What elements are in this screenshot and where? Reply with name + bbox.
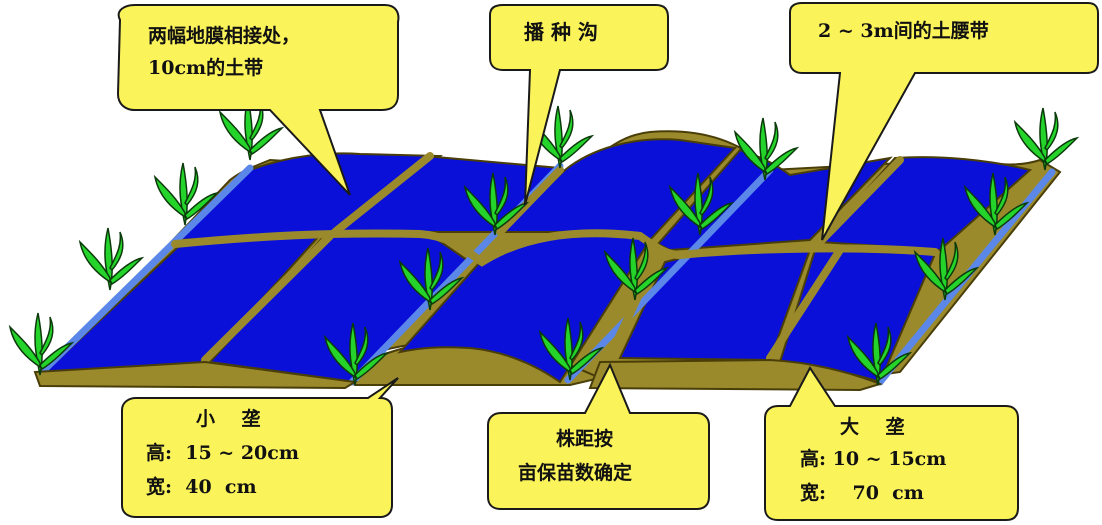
corn-seedling <box>603 237 670 301</box>
corn-seedling <box>463 172 530 236</box>
large-ridge-title: 大 垄 <box>840 416 905 438</box>
corn-seedling <box>153 162 220 226</box>
corn-seedling <box>1013 107 1080 171</box>
small-ridge-width: 宽: 40 cm <box>146 476 257 498</box>
callout-small-ridge <box>121 377 399 518</box>
callout-waist-strip <box>789 1 1099 241</box>
film-back-far <box>817 156 1033 252</box>
corn-seedling <box>78 227 145 291</box>
callout-sowing-furrow <box>489 4 669 206</box>
seam-strip-line2: 10cm的土带 <box>148 57 264 79</box>
callout-shapes <box>116 1 1099 521</box>
callout-large-ridge <box>764 366 1019 521</box>
waist-strip-text: 2 ~ 3m间的土腰带 <box>818 20 989 42</box>
plant-spacing-line1: 株距按 <box>556 428 614 450</box>
small-ridge-height: 高: 15 ~ 20cm <box>146 442 299 464</box>
seam-strip-line1: 两幅地膜相接处， <box>148 25 301 47</box>
corn-seedling <box>733 117 800 181</box>
small-ridge-title: 小 垄 <box>196 408 261 430</box>
sowing-furrow-text: 播 种 沟 <box>524 20 598 44</box>
corn-seedling <box>913 237 980 301</box>
callout-seam-strip <box>116 4 400 196</box>
corn-seedling <box>8 312 75 376</box>
corn-seedling <box>218 97 285 161</box>
soil-front <box>33 360 358 390</box>
soil-seams <box>171 152 939 364</box>
large-ridge-height: 高: 10 ~ 15cm <box>800 448 947 470</box>
seedlings <box>8 97 1080 386</box>
plant-spacing-line2: 亩保苗数确定 <box>518 462 633 484</box>
corn-seedling <box>538 317 605 381</box>
corn-seedling <box>323 322 390 386</box>
corn-seedling <box>668 172 735 236</box>
callout-plant-spacing <box>487 362 710 510</box>
corn-seedling <box>846 322 913 386</box>
corn-seedling <box>963 172 1030 236</box>
large-ridge-width: 宽: 70 cm <box>800 482 924 504</box>
corn-seedling <box>398 247 465 311</box>
